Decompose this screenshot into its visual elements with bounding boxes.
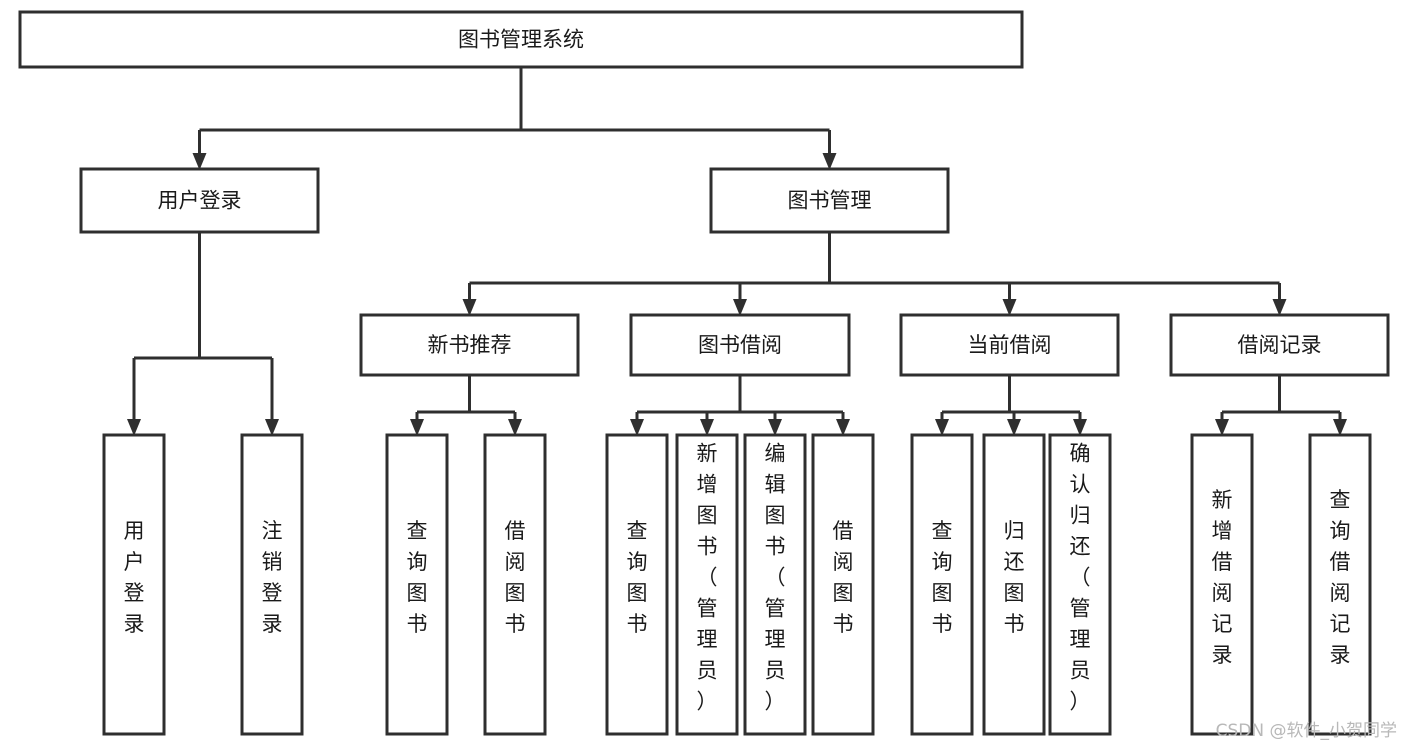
node-label-leaf-user-login: 用户登录: [124, 519, 145, 636]
arrow-head-icon: [935, 419, 949, 436]
node-leaf-cur-query[interactable]: 查询图书: [910, 433, 974, 736]
node-box-bookmgmt: [709, 167, 950, 234]
connector-group-login: [127, 232, 279, 436]
node-box-leaf-bw-query: [605, 433, 669, 736]
connector-group-root: [192, 67, 837, 170]
node-current[interactable]: 当前借阅: [899, 313, 1120, 377]
node-label-leaf-nb-query: 查询图书: [407, 519, 428, 636]
node-box-login: [79, 167, 320, 234]
node-root[interactable]: 图书管理系统: [18, 10, 1024, 69]
arrow-head-icon: [265, 419, 279, 436]
arrow-head-icon: [1073, 419, 1087, 436]
node-leaf-nb-query[interactable]: 查询图书: [385, 433, 449, 736]
arrow-head-icon: [1333, 419, 1347, 436]
node-leaf-rec-query[interactable]: 查询借阅记录: [1308, 433, 1372, 736]
node-box-leaf-bw-borrow: [811, 433, 875, 736]
node-box-borrow: [629, 313, 851, 377]
node-label-current: 当前借阅: [968, 333, 1052, 357]
arrow-head-icon: [410, 419, 424, 436]
node-box-leaf-cur-query: [910, 433, 974, 736]
node-label-newbook: 新书推荐: [428, 333, 512, 357]
node-label-leaf-cur-confirm: 确认归还（管理员）: [1070, 442, 1091, 714]
connector-layer: [127, 67, 1347, 436]
node-newbook[interactable]: 新书推荐: [359, 313, 580, 377]
watermark-label: CSDN @软件_小贺同学: [1215, 721, 1397, 741]
arrow-head-icon: [1002, 299, 1017, 316]
node-leaf-bw-borrow[interactable]: 借阅图书: [811, 433, 875, 736]
node-box-leaf-rec-query: [1308, 433, 1372, 736]
node-leaf-bw-add[interactable]: 新增图书（管理员）: [675, 433, 739, 736]
node-box-root: [18, 10, 1024, 69]
node-leaf-user-logout[interactable]: 注销登录: [240, 433, 304, 736]
arrow-head-icon: [1215, 419, 1229, 436]
arrow-head-icon: [462, 299, 477, 316]
node-box-leaf-user-logout: [240, 433, 304, 736]
node-box-leaf-bw-edit: [743, 433, 807, 736]
node-label-root: 图书管理系统: [458, 28, 584, 52]
arrow-head-icon: [630, 419, 644, 436]
connector-group-borrow: [630, 375, 850, 436]
node-label-leaf-cur-query: 查询图书: [932, 519, 953, 636]
arrow-head-icon: [127, 419, 141, 436]
node-label-leaf-rec-add: 新增借阅记录: [1212, 488, 1233, 667]
node-label-leaf-nb-borrow: 借阅图书: [505, 519, 526, 636]
arrow-head-icon: [700, 419, 714, 436]
node-label-borrow: 图书借阅: [698, 333, 782, 357]
node-leaf-bw-edit[interactable]: 编辑图书（管理员）: [743, 433, 807, 736]
node-leaf-rec-add[interactable]: 新增借阅记录: [1190, 433, 1254, 736]
connector-group-records: [1215, 375, 1347, 436]
node-box-leaf-nb-borrow: [483, 433, 547, 736]
node-borrow[interactable]: 图书借阅: [629, 313, 851, 377]
node-layer: 图书管理系统用户登录图书管理新书推荐图书借阅当前借阅借阅记录用户登录注销登录查询…: [18, 10, 1390, 736]
node-label-leaf-bw-add: 新增图书（管理员）: [697, 442, 718, 714]
node-box-records: [1169, 313, 1390, 377]
node-box-leaf-rec-add: [1190, 433, 1254, 736]
node-box-leaf-cur-confirm: [1048, 433, 1112, 736]
node-label-leaf-bw-edit: 编辑图书（管理员）: [765, 442, 786, 714]
node-records[interactable]: 借阅记录: [1169, 313, 1390, 377]
node-label-login: 用户登录: [158, 189, 242, 213]
node-box-leaf-bw-add: [675, 433, 739, 736]
connector-group-current: [935, 375, 1087, 436]
arrow-head-icon: [1272, 299, 1287, 316]
arrow-head-icon: [733, 299, 747, 316]
connector-group-bookmgmt: [462, 232, 1287, 316]
node-box-leaf-cur-return: [982, 433, 1046, 736]
node-leaf-user-login[interactable]: 用户登录: [102, 433, 166, 736]
node-leaf-bw-query[interactable]: 查询图书: [605, 433, 669, 736]
node-label-leaf-bw-borrow: 借阅图书: [833, 519, 854, 636]
arrow-head-icon: [822, 153, 837, 170]
node-label-bookmgmt: 图书管理: [788, 189, 872, 213]
node-leaf-nb-borrow[interactable]: 借阅图书: [483, 433, 547, 736]
arrow-head-icon: [1007, 419, 1021, 436]
node-leaf-cur-confirm[interactable]: 确认归还（管理员）: [1048, 433, 1112, 736]
node-label-leaf-user-logout: 注销登录: [262, 519, 283, 636]
arrow-head-icon: [768, 419, 782, 436]
node-bookmgmt[interactable]: 图书管理: [709, 167, 950, 234]
connector-group-newbook: [410, 375, 522, 436]
node-box-leaf-nb-query: [385, 433, 449, 736]
arrow-head-icon: [836, 419, 850, 436]
node-login[interactable]: 用户登录: [79, 167, 320, 234]
node-label-leaf-bw-query: 查询图书: [627, 519, 648, 636]
node-leaf-cur-return[interactable]: 归还图书: [982, 433, 1046, 736]
node-box-leaf-user-login: [102, 433, 166, 736]
node-label-records: 借阅记录: [1238, 333, 1322, 357]
node-box-newbook: [359, 313, 580, 377]
arrow-head-icon: [192, 153, 207, 170]
node-box-current: [899, 313, 1120, 377]
node-label-leaf-cur-return: 归还图书: [1004, 519, 1025, 636]
arrow-head-icon: [508, 419, 522, 436]
node-label-leaf-rec-query: 查询借阅记录: [1330, 488, 1351, 667]
